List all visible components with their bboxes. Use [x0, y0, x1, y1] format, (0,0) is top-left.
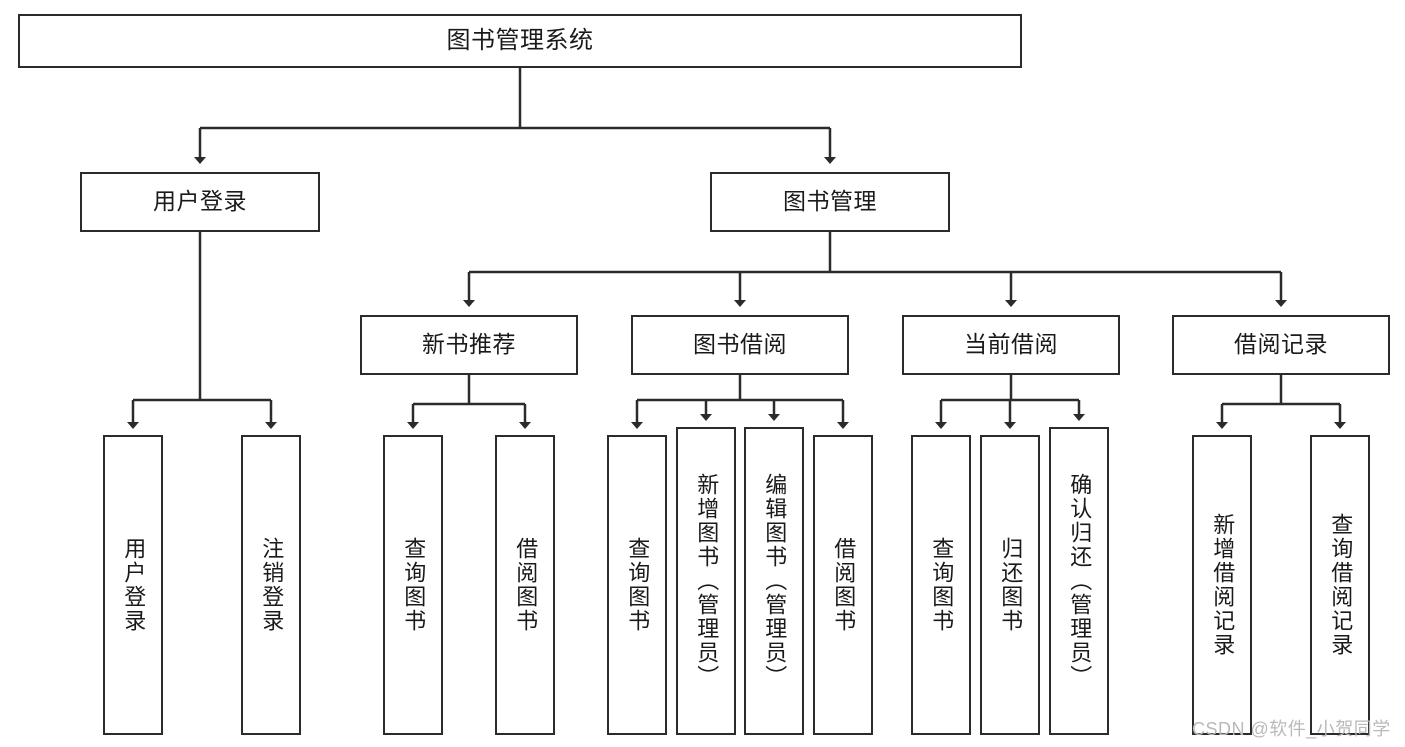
node-current-borrow[interactable]: 当前借阅 [902, 315, 1120, 375]
node-label: 注销登录 [259, 537, 285, 633]
node-label: 借阅图书 [831, 537, 857, 633]
leaf-query-book-3[interactable]: 查询图书 [911, 435, 971, 735]
node-label: 新增借阅记录 [1210, 513, 1236, 657]
node-label: 图书借阅 [693, 331, 787, 358]
leaf-add-book-admin[interactable]: 新增图书（管理员） [676, 427, 736, 735]
leaf-query-book-1[interactable]: 查询图书 [383, 435, 443, 735]
node-label: 新增图书（管理员） [694, 473, 720, 689]
node-label: 用户登录 [121, 537, 147, 633]
node-label: 查询图书 [401, 537, 427, 633]
leaf-confirm-return-admin[interactable]: 确认归还（管理员） [1049, 427, 1109, 735]
node-borrow-record[interactable]: 借阅记录 [1172, 315, 1390, 375]
node-new-book-recommend[interactable]: 新书推荐 [360, 315, 578, 375]
node-label: 用户登录 [153, 188, 247, 215]
node-label: 查询图书 [625, 537, 651, 633]
leaf-return-book[interactable]: 归还图书 [980, 435, 1040, 735]
node-label: 查询借阅记录 [1328, 513, 1354, 657]
leaf-query-book-2[interactable]: 查询图书 [607, 435, 667, 735]
node-label: 新书推荐 [422, 331, 516, 358]
node-label: 借阅记录 [1234, 331, 1328, 358]
node-label: 归还图书 [998, 537, 1024, 633]
leaf-query-borrow-record[interactable]: 查询借阅记录 [1310, 435, 1370, 735]
leaf-borrow-book-1[interactable]: 借阅图书 [495, 435, 555, 735]
node-label: 图书管理系统 [446, 26, 594, 54]
leaf-borrow-book-2[interactable]: 借阅图书 [813, 435, 873, 735]
node-label: 编辑图书（管理员） [762, 473, 788, 689]
node-user-login[interactable]: 用户登录 [80, 172, 320, 232]
node-label: 借阅图书 [513, 537, 539, 633]
node-book-management[interactable]: 图书管理 [710, 172, 950, 232]
node-label: 当前借阅 [964, 331, 1058, 358]
node-label: 查询图书 [929, 537, 955, 633]
node-book-borrow[interactable]: 图书借阅 [631, 315, 849, 375]
node-label: 图书管理 [783, 188, 877, 215]
leaf-edit-book-admin[interactable]: 编辑图书（管理员） [744, 427, 804, 735]
leaf-user-login[interactable]: 用户登录 [103, 435, 163, 735]
node-label: 确认归还（管理员） [1067, 473, 1093, 689]
watermark-text: CSDN @软件_小贺同学 [1192, 719, 1391, 739]
node-root-system[interactable]: 图书管理系统 [18, 14, 1022, 68]
leaf-add-borrow-record[interactable]: 新增借阅记录 [1192, 435, 1252, 735]
leaf-logout-login[interactable]: 注销登录 [241, 435, 301, 735]
